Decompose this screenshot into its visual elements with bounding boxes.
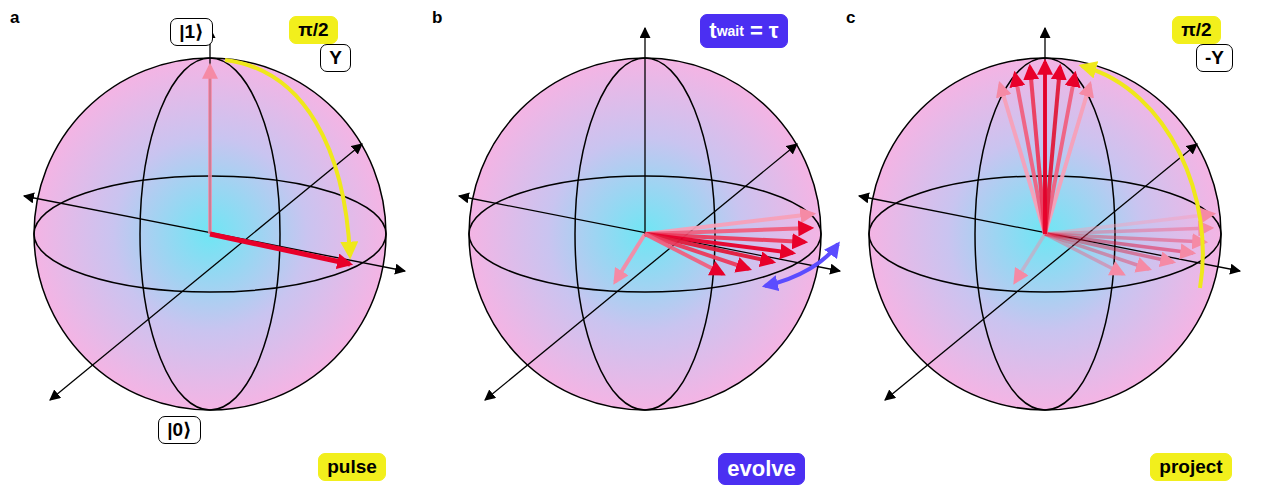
step-label-box: π/2 (1172, 16, 1221, 44)
box-text: = τ (750, 18, 779, 43)
state-vector (645, 214, 813, 234)
state-vector (1030, 67, 1045, 234)
panel-letter: a (10, 8, 19, 28)
state-vector (1045, 228, 1211, 234)
state-vector (1015, 234, 1045, 282)
state-vector (1045, 67, 1060, 234)
box-text: t (709, 18, 716, 43)
step-label-box: project (1150, 453, 1232, 481)
state-vector (1045, 214, 1213, 234)
panel-letter: c (846, 8, 855, 28)
state-vector (645, 234, 749, 269)
box-text: π/2 (1181, 19, 1211, 41)
state-vector (208, 66, 212, 234)
box-text: pulse (327, 456, 377, 478)
box-text: π/2 (298, 19, 328, 41)
box-text: -Y (1205, 47, 1224, 69)
box-text: evolve (727, 456, 796, 481)
axis-label-box: |1⟩ (170, 18, 213, 46)
axis-label-box: -Y (1196, 44, 1233, 72)
step-label-box: pulse (318, 453, 386, 481)
box-text: |0⟩ (167, 419, 192, 441)
state-vector (645, 234, 723, 274)
state-vector (645, 234, 773, 262)
bloch-sphere (859, 28, 1240, 410)
state-vector (645, 228, 811, 234)
bloch-sphere (24, 28, 405, 410)
state-vector (1045, 234, 1123, 274)
axis-label-box: |0⟩ (158, 416, 201, 444)
bloch-sphere (459, 28, 840, 410)
box-text: wait (717, 23, 744, 39)
state-vector (1045, 74, 1075, 234)
box-text: |1⟩ (179, 21, 204, 43)
step-label-box: evolve (718, 453, 805, 485)
step-label-box: twait = τ (700, 14, 788, 48)
rotation-arrow (1082, 66, 1203, 288)
box-text: Y (329, 47, 342, 69)
rotation-arrow (225, 60, 350, 256)
axis-label-box: Y (320, 44, 351, 72)
state-vector (1043, 62, 1047, 234)
panel-letter: b (432, 8, 442, 28)
state-vector (1045, 234, 1149, 269)
box-text: project (1159, 456, 1222, 478)
state-vector (210, 234, 350, 264)
state-vector (615, 234, 645, 282)
step-label-box: π/2 (289, 16, 338, 44)
rotation-arrow (765, 244, 838, 286)
state-vector (1045, 234, 1173, 262)
state-vector (1015, 74, 1045, 234)
